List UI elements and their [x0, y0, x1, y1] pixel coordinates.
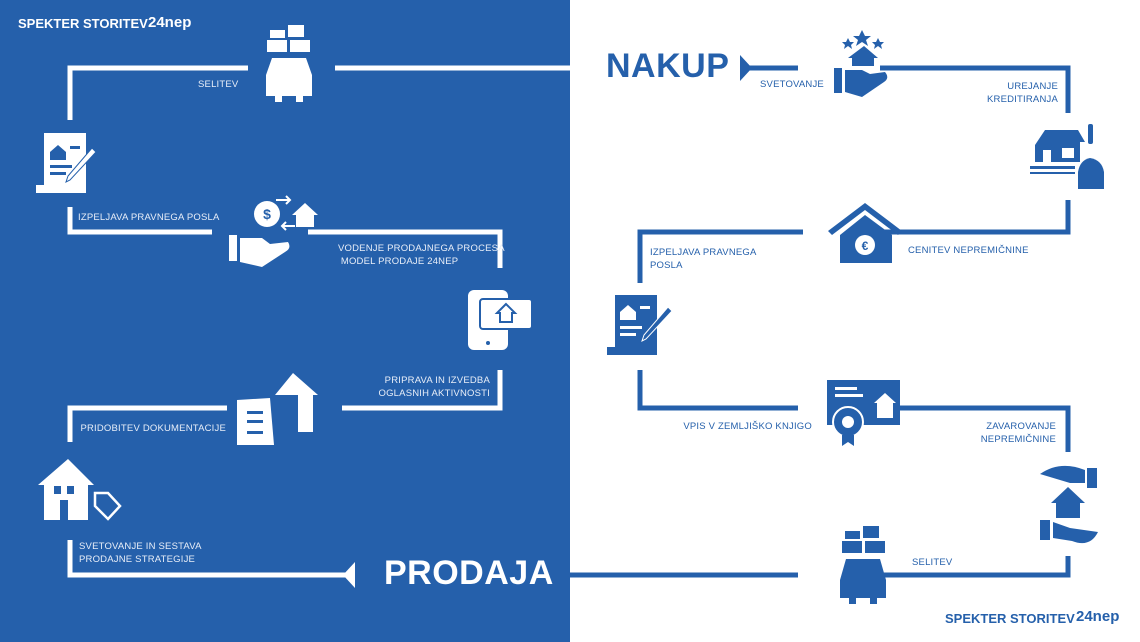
contract-sign-icon: [607, 295, 673, 355]
step-label: IZPELJAVA PRAVNEGA POSLA: [78, 212, 220, 223]
step-label: PRIPRAVA IN IZVEDBA OGLASNIH AKTIVNOSTI: [378, 375, 490, 399]
documents-house-icon: [237, 373, 318, 445]
brand-title-right: SPEKTER STORITEV: [945, 611, 1075, 626]
prodaja-title: PRODAJA: [384, 554, 554, 592]
step-label: PRIDOBITEV DOKUMENTACIJE: [80, 423, 226, 434]
logo-24nep-left: 24nep: [148, 14, 192, 31]
prodaja-arrowhead: [343, 562, 355, 588]
svg-text:$: $: [263, 206, 271, 222]
nakup-title: NAKUP: [606, 47, 730, 85]
brand-title-left: SPEKTER STORITEV: [18, 16, 148, 31]
step-label: IZPELJAVA PRAVNEGA POSLA: [650, 247, 757, 271]
contract-sign-icon: [36, 133, 97, 193]
house-euro-icon: €: [828, 203, 902, 263]
step-label: ZAVAROVANJE NEPREMIČNINE: [980, 421, 1056, 445]
moving-car-icon: [266, 25, 312, 102]
hands-protect-house-icon: [1040, 465, 1098, 544]
phone-ad-icon: [468, 290, 533, 350]
nakup-arrowhead: [740, 55, 752, 81]
svg-text:€: €: [862, 239, 869, 253]
step-label: SVETOVANJE IN SESTAVA PRODAJNE STRATEGIJ…: [79, 541, 202, 565]
moving-car-icon: [840, 526, 886, 604]
house-price-tag-icon: [38, 459, 122, 521]
hand-money-exchange-icon: $: [229, 195, 318, 267]
step-label: VPIS V ZEMLJIŠKO KNJIGO: [683, 421, 812, 432]
step-label: CENITEV NEPREMIČNINE: [908, 245, 1029, 256]
logo-24nep-right: 24nep: [1076, 608, 1120, 625]
step-label: SVETOVANJE: [760, 79, 824, 90]
certificate-house-icon: [827, 380, 900, 446]
step-label: VODENJE PRODAJNEGA PROCESA MODEL PRODAJE…: [338, 243, 505, 267]
step-label: UREJANJE KREDITIRANJA: [986, 81, 1058, 105]
step-label: SELITEV: [912, 557, 953, 568]
prodaja-path: [67, 65, 572, 578]
nakup-path: [568, 65, 1071, 578]
hand-house-stars-icon: [834, 30, 888, 97]
house-money-bag-icon: [1030, 124, 1104, 189]
step-label: SELITEV: [198, 79, 239, 90]
